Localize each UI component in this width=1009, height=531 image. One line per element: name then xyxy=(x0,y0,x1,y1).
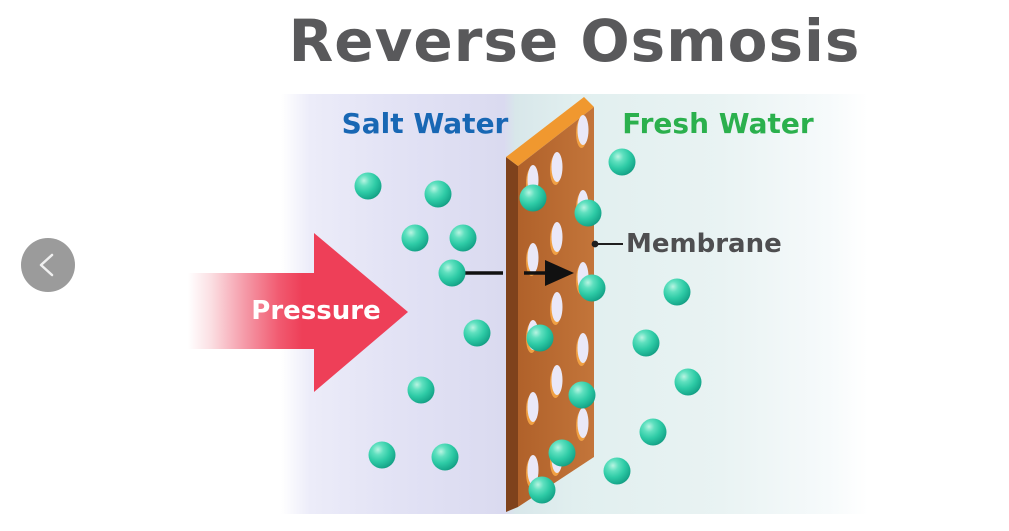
pressure-label: Pressure xyxy=(251,296,381,326)
salt-water-label: Salt Water xyxy=(341,107,509,140)
membrane-label: Membrane xyxy=(626,229,782,259)
page-title: Reverse Osmosis xyxy=(288,7,861,75)
carousel-prev-button[interactable] xyxy=(21,238,75,292)
chevron-left-icon xyxy=(39,253,54,277)
fresh-water-label: Fresh Water xyxy=(622,107,814,140)
